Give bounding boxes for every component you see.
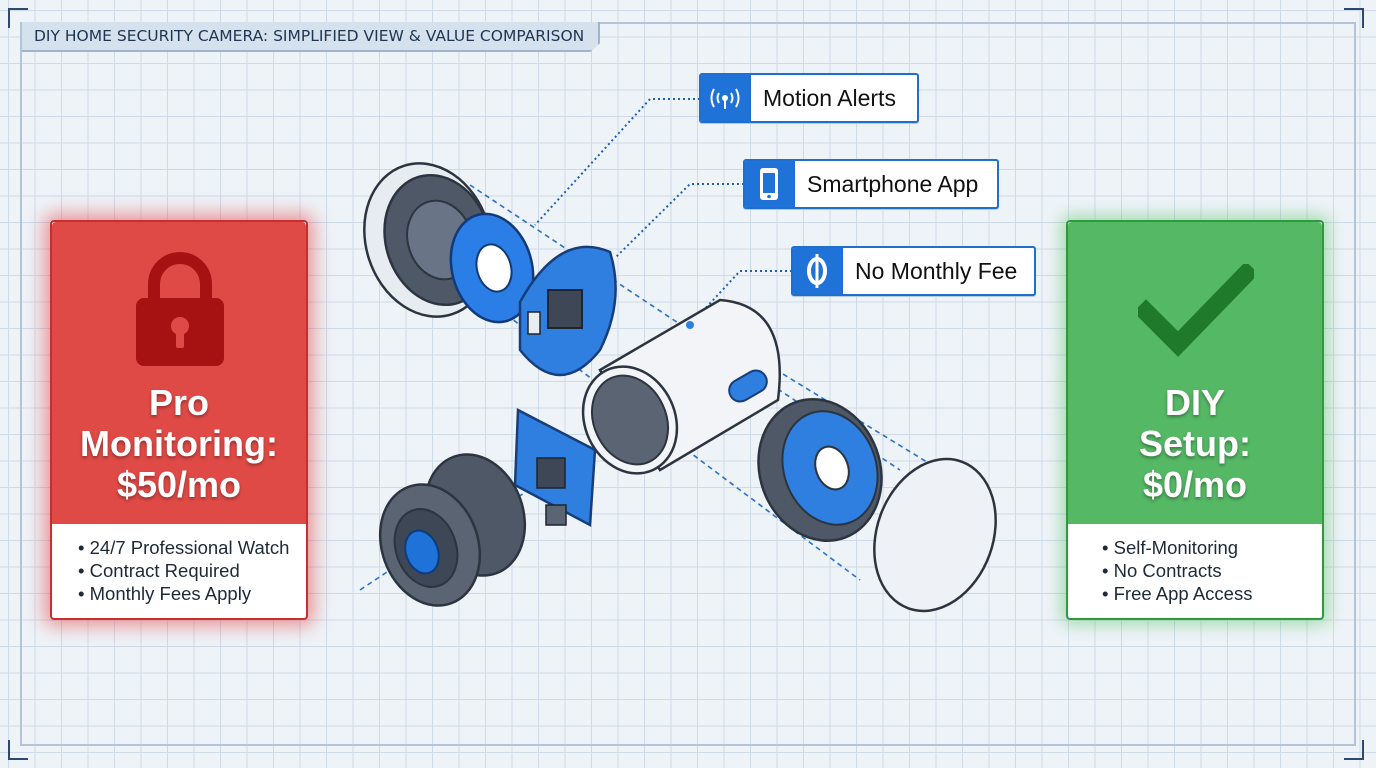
pro-monitoring-card: Pro Monitoring: $50/mo 24/7 Professional… <box>50 220 308 620</box>
wireless-signal-icon <box>701 75 751 121</box>
smartphone-icon <box>745 161 795 207</box>
diy-features: Self-Monitoring No Contracts Free App Ac… <box>1068 524 1322 618</box>
callout-smartphone-app: Smartphone App <box>743 159 999 209</box>
blueprint-frame <box>20 22 1356 746</box>
heading-line: Setup: <box>1139 423 1251 464</box>
feature-item: No Contracts <box>1102 559 1322 582</box>
heading-line: $50/mo <box>116 464 242 505</box>
feature-item: Contract Required <box>78 559 306 582</box>
heading-line: Monitoring: <box>80 423 278 464</box>
heading-line: DIY <box>1164 382 1225 423</box>
corner-bracket <box>1344 8 1364 28</box>
pro-card-header: Pro Monitoring: $50/mo <box>52 222 306 524</box>
corner-bracket <box>1344 740 1364 760</box>
callout-motion-alerts: Motion Alerts <box>699 73 919 123</box>
callout-label: Smartphone App <box>807 170 979 197</box>
heading-line: $0/mo <box>1142 464 1248 505</box>
padlock-icon <box>136 252 224 366</box>
lens-assembly-part <box>378 453 527 607</box>
callout-no-monthly-fee: No Monthly Fee <box>791 246 1036 296</box>
feature-item: Self-Monitoring <box>1102 536 1322 559</box>
callout-label: No Monthly Fee <box>855 257 1018 284</box>
checkmark-icon <box>1138 264 1254 357</box>
rear-mount-part <box>757 398 883 542</box>
sensor-board-part <box>518 245 617 377</box>
feature-item: Monthly Fees Apply <box>78 582 306 605</box>
blue-gasket-ring <box>449 212 535 324</box>
main-housing-part <box>581 298 782 475</box>
callout-label: Motion Alerts <box>763 84 896 111</box>
diy-card-header: DIY Setup: $0/mo <box>1068 222 1322 524</box>
zero-coin-icon <box>793 248 843 294</box>
diy-setup-card: DIY Setup: $0/mo Self-Monitoring No Cont… <box>1066 220 1324 620</box>
feature-item: Free App Access <box>1102 582 1322 605</box>
mainboard-part <box>513 407 597 528</box>
pro-features: 24/7 Professional Watch Contract Require… <box>52 524 306 618</box>
feature-item: 24/7 Professional Watch <box>78 536 306 559</box>
back-cap-part <box>873 457 997 613</box>
corner-bracket <box>8 8 28 28</box>
corner-bracket <box>8 740 28 760</box>
diy-heading: DIY Setup: $0/mo <box>1068 382 1322 505</box>
heading-line: Pro <box>148 382 209 423</box>
pro-heading: Pro Monitoring: $50/mo <box>52 382 306 505</box>
page-title: DIY HOME SECURITY CAMERA: SIMPLIFIED VIE… <box>22 22 600 52</box>
